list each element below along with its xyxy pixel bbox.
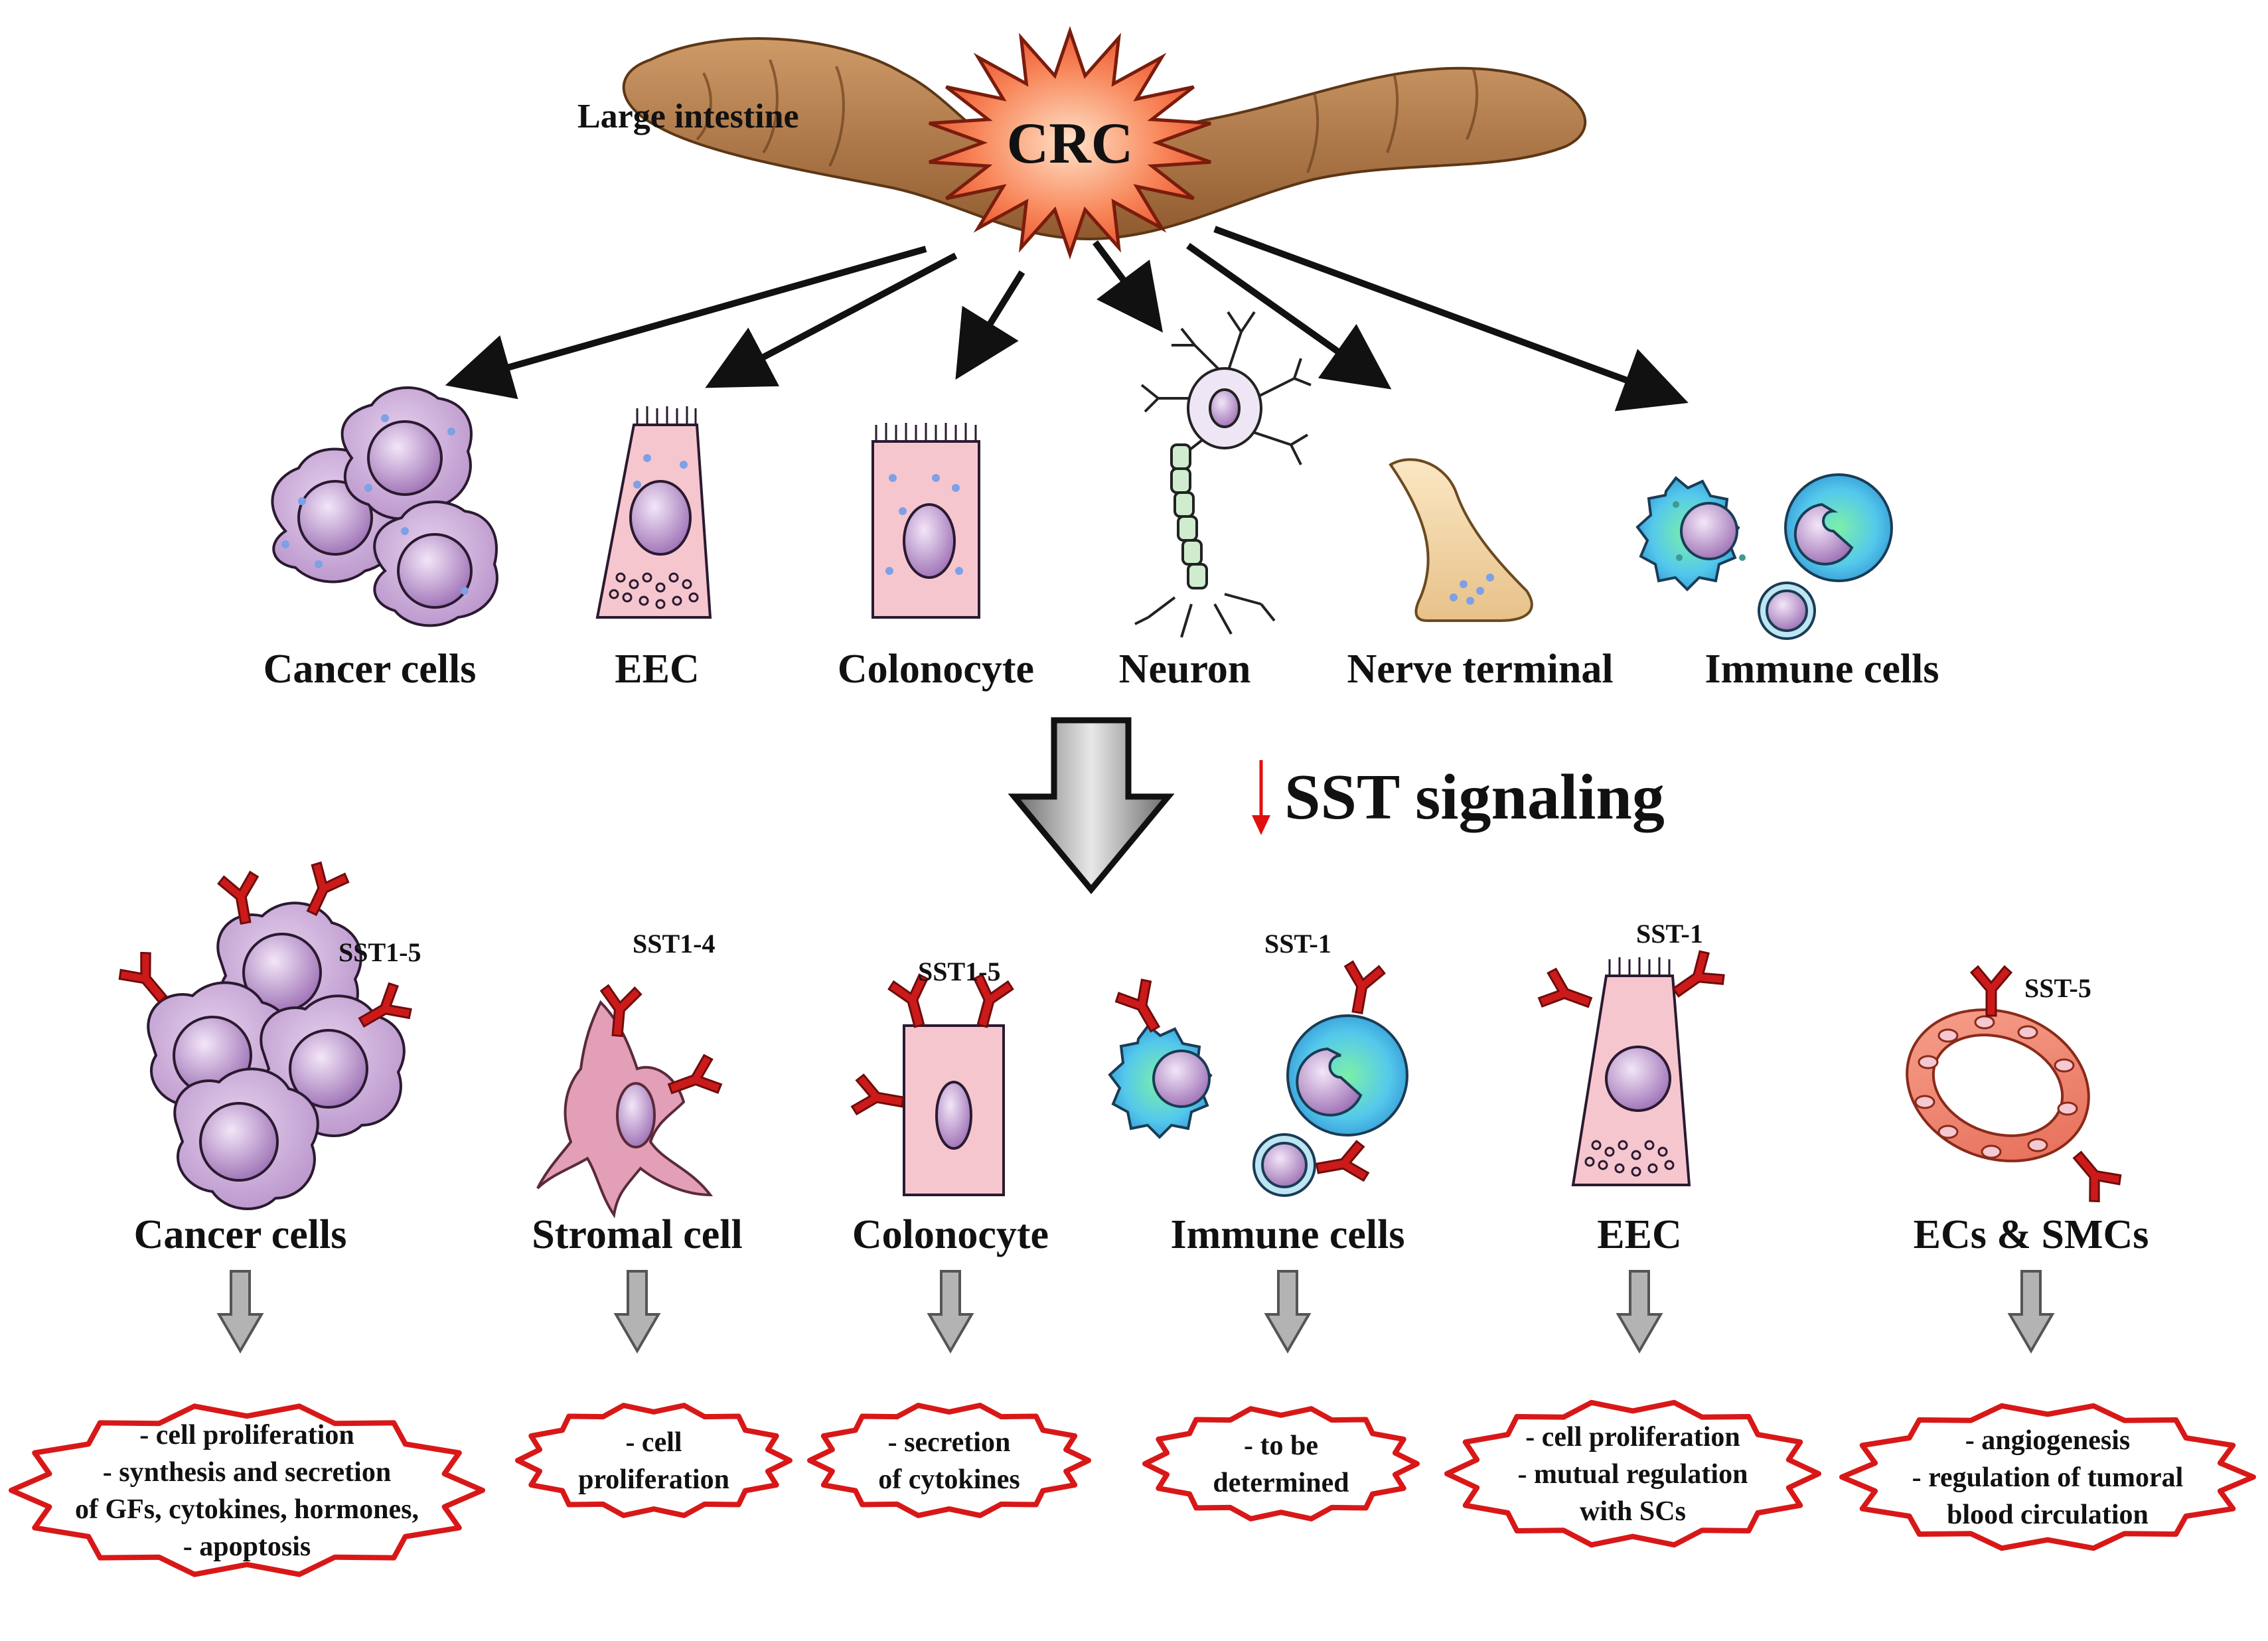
effect-box-2: - secretion of cytokines (807, 1403, 1091, 1518)
receptor-label-stromal-cell: SST1-4 (633, 929, 716, 959)
sst-receptor-4 (599, 984, 643, 1038)
effect-text-1-1: proliferation (578, 1464, 729, 1495)
effect-bursts: - cell proliferation - synthesis and secr… (9, 1399, 2256, 1577)
effect-text-0-2: of GFs, cytokines, hormones, (75, 1494, 419, 1525)
effect-text-5-1: - regulation of tumoral (1912, 1462, 2184, 1493)
large-intestine-label: Large intestine (577, 98, 799, 135)
effect-text-5-0: - angiogenesis (1965, 1425, 2131, 1456)
sst-receptor-3 (358, 982, 412, 1028)
top-label-immune-cells: Immune cells (1704, 647, 1939, 692)
arrow-to-cancer-cells (445, 246, 927, 400)
bottom-label-colonocyte: Colonocyte (852, 1212, 1049, 1257)
effect-arrow-1 (613, 1270, 661, 1354)
sst-receptor-5 (667, 1054, 723, 1095)
bottom-label-ecs-smcs: ECs & SMCs (1914, 1212, 2149, 1257)
effect-text-2-0: - secretion (888, 1427, 1011, 1458)
top-label-cancer-cells: Cancer cells (264, 647, 477, 692)
receptor-label-colonocyte: SST1-5 (918, 957, 1001, 986)
sst-receptor-12 (1537, 967, 1593, 1008)
effect-text-1-0: - cell (625, 1427, 682, 1458)
top-label-eec: EEC (615, 647, 699, 692)
bottom-vessel-icon (1906, 1008, 2090, 1162)
sst-receptor-10 (1343, 960, 1386, 1014)
receptor-label-cancer-cells: SST1-5 (339, 937, 421, 967)
sst-receptor-7 (972, 973, 1014, 1028)
effect-arrows (216, 1270, 2055, 1354)
effect-box-5: - angiogenesis - regulation of tumoral blo… (1839, 1403, 2256, 1551)
bottom-label-eec: EEC (1597, 1212, 1681, 1257)
top-colonocyte-icon (871, 423, 980, 619)
sst-receptor-13 (1671, 950, 1725, 998)
effect-text-0-1: - synthesis and secretion (103, 1457, 391, 1488)
top-label-neuron: Neuron (1119, 647, 1251, 692)
top-label-nerve-terminal: Nerve terminal (1347, 647, 1613, 692)
arrow-to-nerve-terminal (1186, 242, 1392, 390)
top-neuron-icon (1134, 311, 1312, 638)
bottom-label-stromal-cell: Stromal cell (532, 1212, 742, 1257)
sst-receptor-11 (1316, 1140, 1370, 1182)
top-nerve-terminal-icon (1389, 458, 1533, 622)
bottom-label-cancer-cells: Cancer cells (134, 1212, 347, 1257)
decrease-arrow-icon (1252, 760, 1270, 835)
sst-signaling-label: SST signaling (1284, 761, 1665, 833)
effect-text-4-2: with SCs (1580, 1496, 1686, 1527)
sst-receptor-14 (1969, 965, 2013, 1017)
sst-receptor-0 (217, 870, 260, 925)
sst-receptor-1 (306, 861, 350, 916)
receptor-label-immune-cells: SST-1 (1264, 929, 1331, 959)
crc-label: CRC (1007, 112, 1134, 176)
effect-arrow-3 (1264, 1270, 1312, 1354)
sst-receptor-6 (887, 973, 929, 1028)
effect-box-3: - to be determined (1142, 1406, 1420, 1522)
top-cancer-cells-icon (271, 386, 498, 627)
receptor-label-ecs-smcs: SST-5 (2024, 973, 2091, 1003)
arrow-to-immune-cells (1213, 226, 1689, 412)
effect-box-1: - cell proliferation (515, 1403, 793, 1518)
bottom-cancer-cells-icon (147, 901, 406, 1210)
crc-tumor-burst (929, 26, 1211, 260)
effect-text-4-0: - cell proliferation (1525, 1422, 1740, 1452)
bottom-eec-icon (1571, 957, 1691, 1186)
effect-text-4-1: - mutual regulation (1518, 1459, 1748, 1490)
receptor-label-eec: SST-1 (1636, 919, 1703, 949)
effect-text-3-1: determined (1213, 1468, 1349, 1498)
big-down-arrow (1008, 717, 1175, 895)
arrow-to-eec (705, 252, 958, 388)
sst-receptors (118, 861, 2122, 1203)
effect-box-0: - cell proliferation - synthesis and secr… (9, 1403, 485, 1577)
sst-receptor-8 (850, 1073, 905, 1116)
effect-text-3-0: - to be (1244, 1431, 1318, 1461)
effect-box-4: - cell proliferation - mutual regulation w… (1444, 1399, 1821, 1548)
effect-text-0-3: - apoptosis (183, 1531, 311, 1562)
bottom-immune-cells-icon (1108, 1014, 1408, 1197)
effect-text-2-1: of cytokines (878, 1464, 1020, 1495)
top-eec-icon (595, 406, 712, 619)
bottom-stromal-cell-icon (536, 1000, 714, 1219)
bottom-cell-icons (147, 901, 2090, 1219)
effect-arrow-2 (927, 1270, 974, 1354)
effect-text-0-0: - cell proliferation (139, 1420, 354, 1450)
effect-text-5-2: blood circulation (1947, 1500, 2149, 1530)
top-label-colonocyte: Colonocyte (838, 647, 1034, 692)
arrow-to-neuron (1093, 240, 1163, 333)
effect-arrow-0 (216, 1270, 264, 1354)
arrow-to-colonocyte (955, 270, 1025, 380)
bottom-label-immune-cells: Immune cells (1170, 1212, 1404, 1257)
top-immune-cells-icon (1635, 473, 1893, 640)
sst-receptor-15 (2072, 1150, 2122, 1203)
effect-arrow-4 (1616, 1270, 1663, 1354)
effect-arrow-5 (2007, 1270, 2055, 1354)
bottom-colonocyte-icon (903, 1024, 1005, 1196)
sst-receptor-2 (118, 951, 168, 1004)
crc-arrows (445, 226, 1689, 412)
sst-receptor-9 (1114, 978, 1161, 1033)
